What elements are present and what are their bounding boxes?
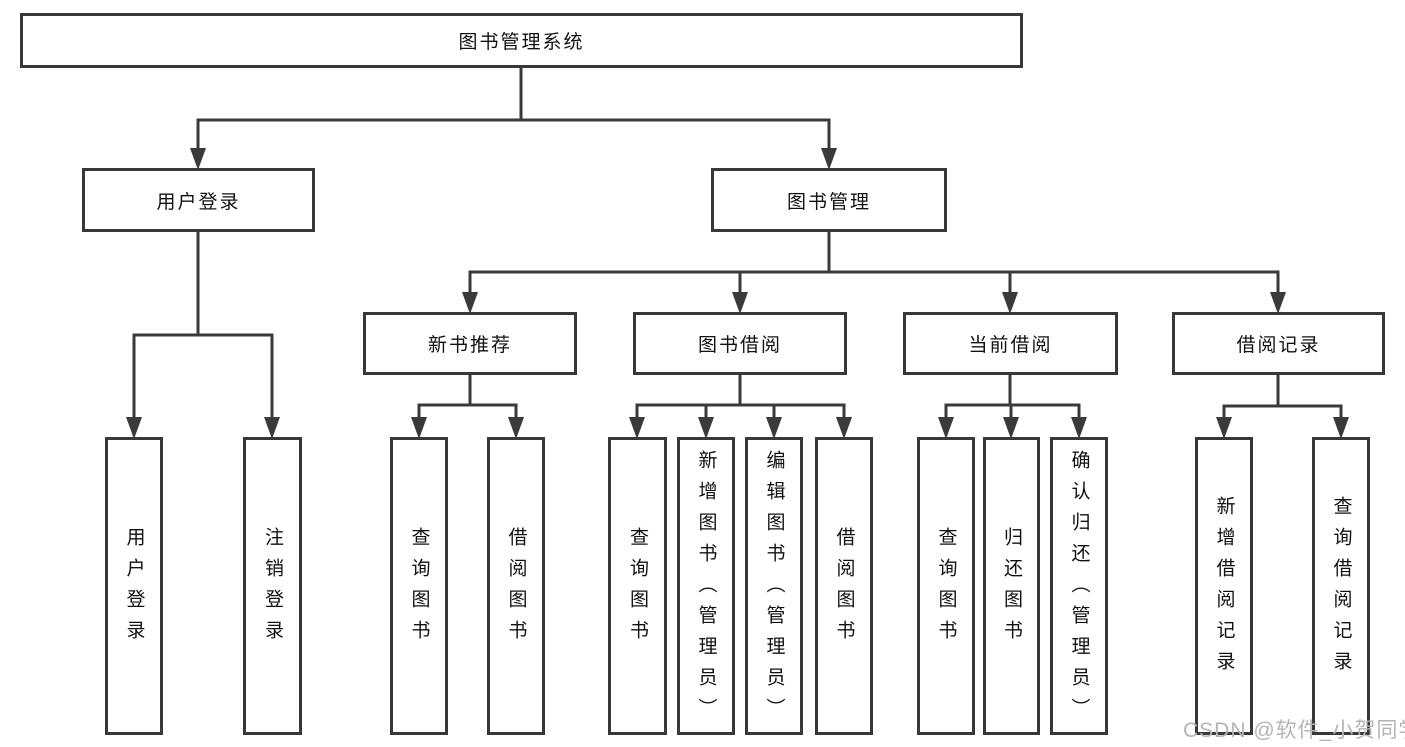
node-user-login: 用户登录: [82, 168, 315, 232]
leaf-add-book-admin: 新增图书（管理员）: [677, 437, 735, 735]
leaf-logout-login: 注销登录: [243, 437, 302, 735]
leaf-borrow-book: 借阅图书: [815, 437, 873, 735]
leaf-add-borrow-record: 新增借阅记录: [1195, 437, 1253, 735]
leaf-edit-book-admin: 编辑图书（管理员）: [745, 437, 803, 735]
node-book-borrow: 图书借阅: [633, 312, 847, 375]
node-root-system: 图书管理系统: [20, 13, 1023, 68]
leaf-return-book: 归还图书: [983, 437, 1040, 735]
leaf-user-login: 用户登录: [105, 437, 163, 735]
leaf-borrow-book-recommend: 借阅图书: [487, 437, 545, 735]
watermark: CSDN @软件_小贺同学: [1183, 719, 1405, 742]
node-borrow-records: 借阅记录: [1172, 312, 1385, 375]
leaf-query-book-recommend: 查询图书: [390, 437, 448, 735]
leaf-confirm-return-admin: 确认归还（管理员）: [1050, 437, 1108, 735]
leaf-query-borrow-record: 查询借阅记录: [1312, 437, 1370, 735]
node-new-book-recommend: 新书推荐: [363, 312, 577, 375]
node-current-borrow: 当前借阅: [903, 312, 1118, 375]
node-book-management: 图书管理: [711, 168, 947, 232]
leaf-query-book-current: 查询图书: [917, 437, 975, 735]
leaf-query-book-borrow: 查询图书: [608, 437, 667, 735]
